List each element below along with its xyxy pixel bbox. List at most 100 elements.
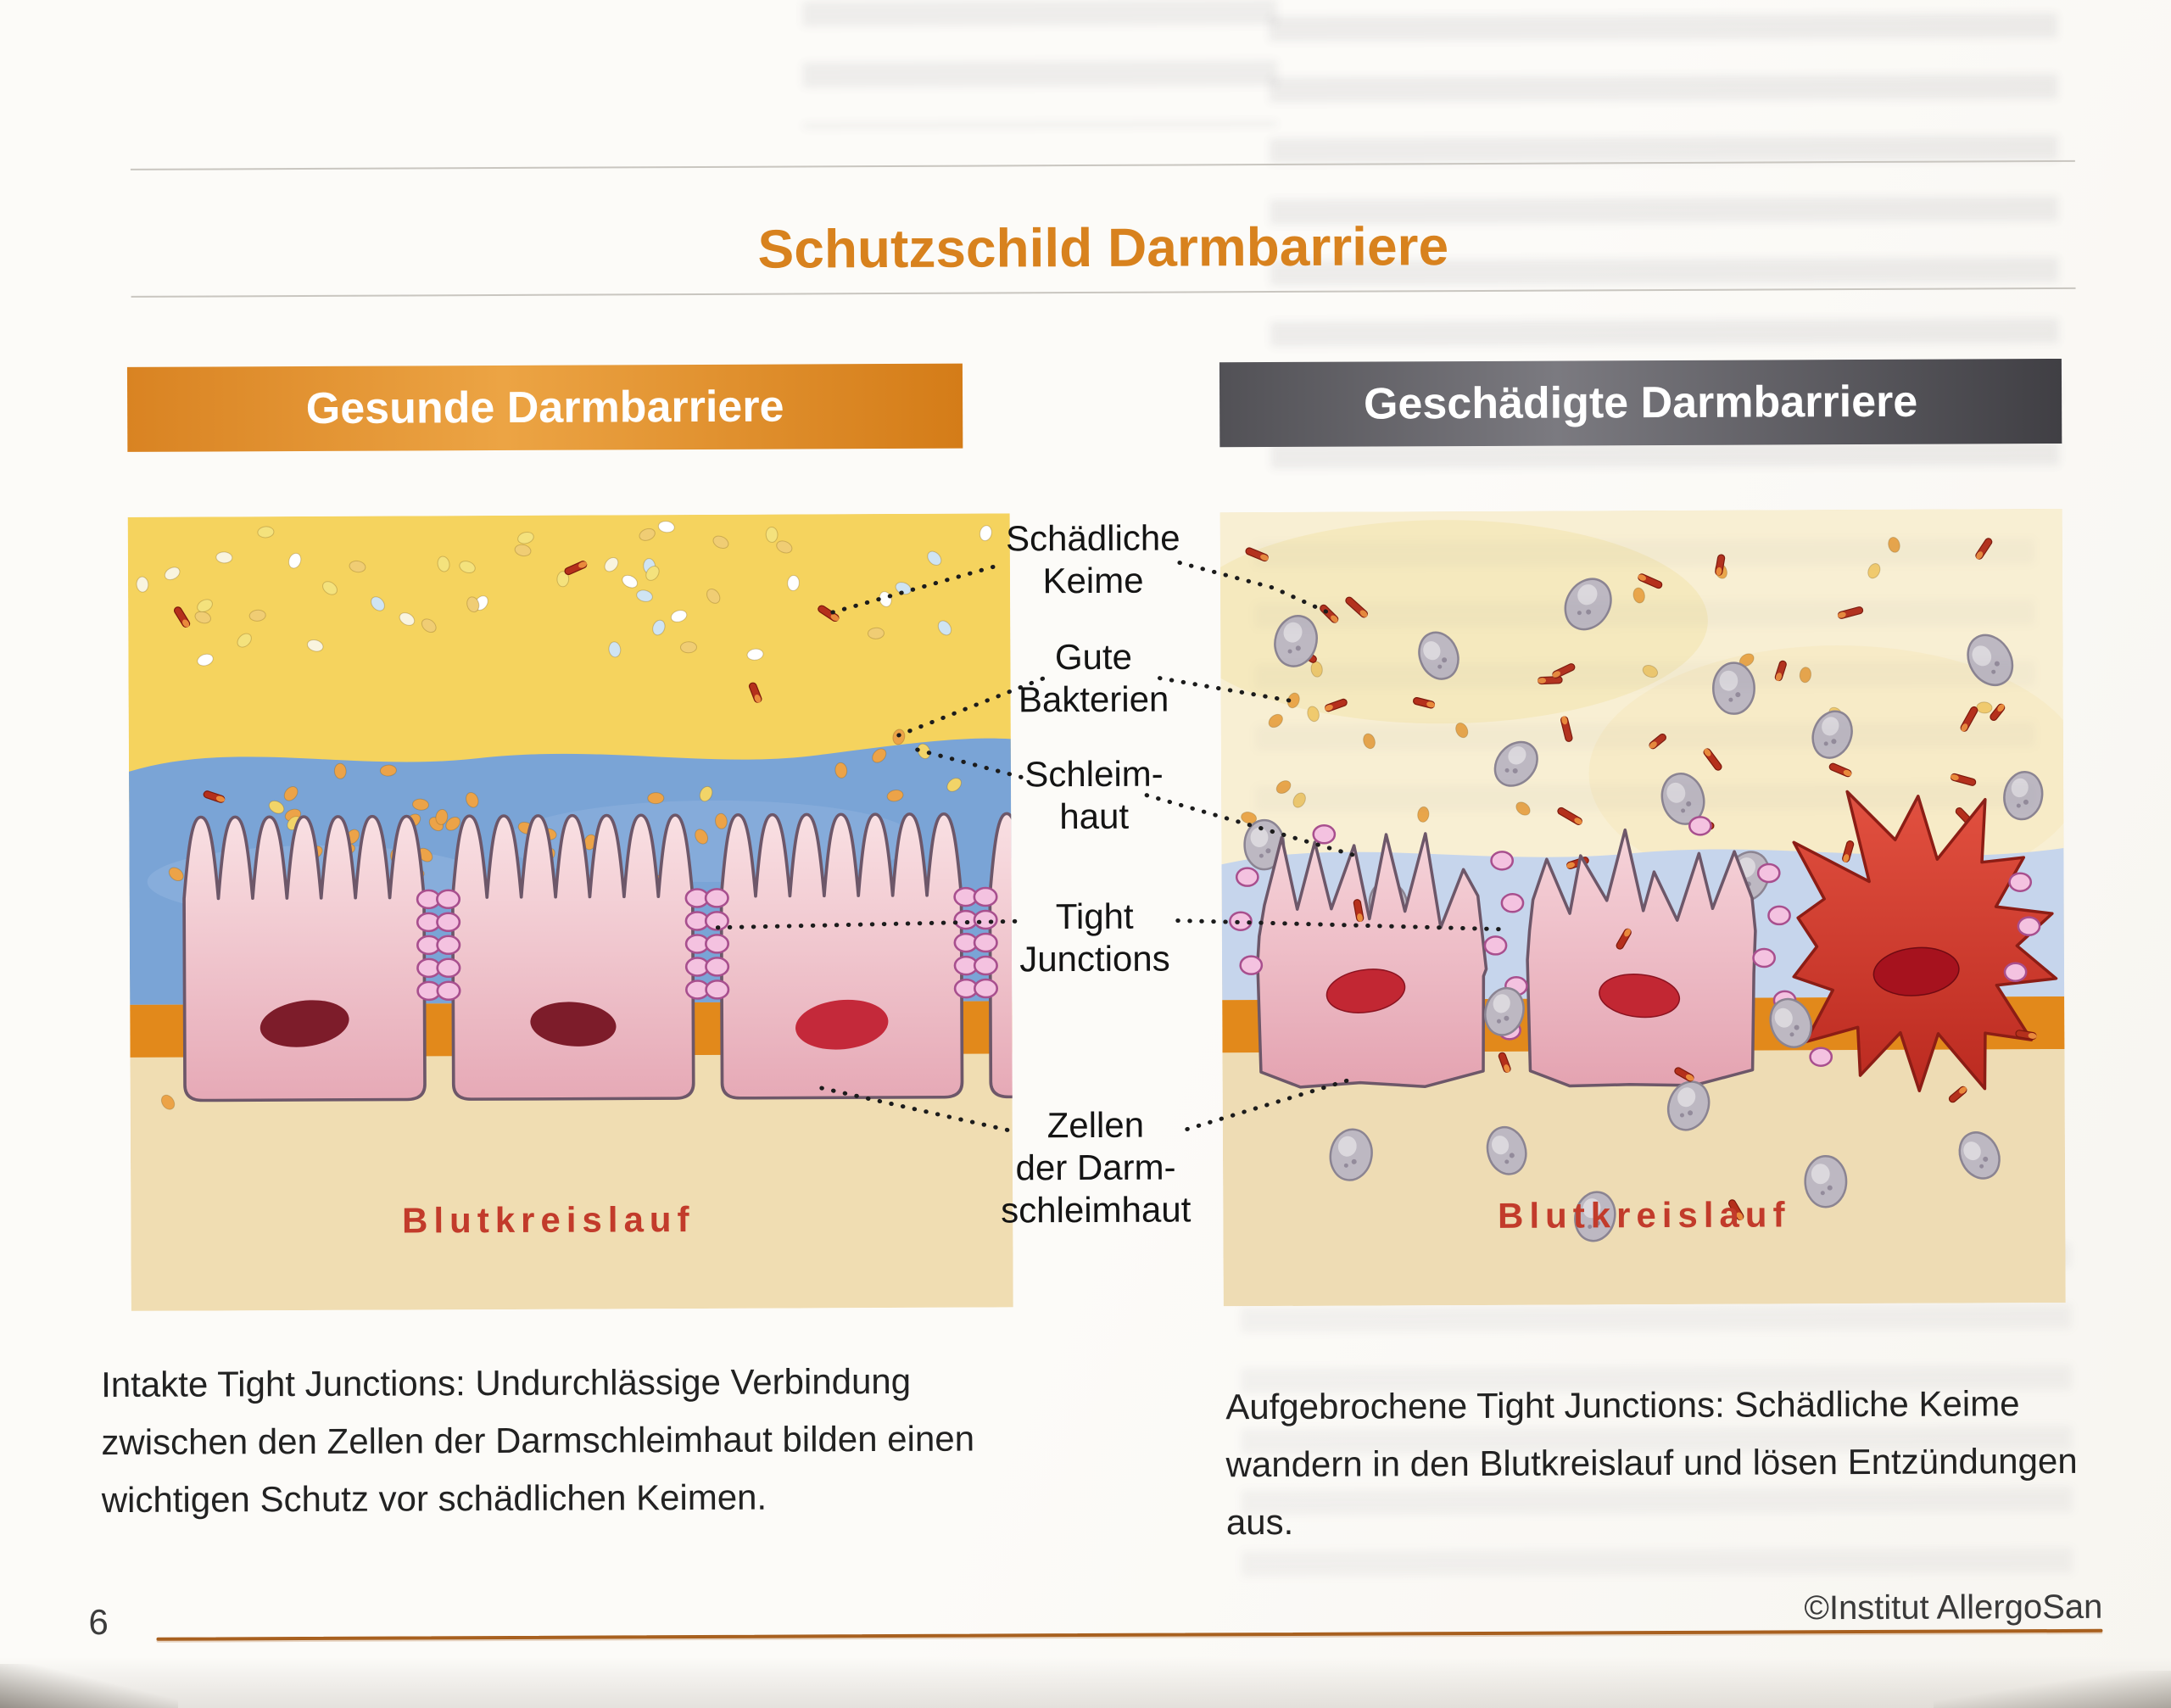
bacteria-dot bbox=[867, 627, 885, 639]
harmful-germ-oval bbox=[1967, 634, 2014, 686]
bacteria-dot bbox=[160, 1094, 176, 1110]
bacteria-dot bbox=[706, 589, 721, 604]
tight-junction-bead bbox=[2008, 872, 2033, 892]
bacteria-dot bbox=[622, 574, 639, 589]
harmful-germ-rod bbox=[748, 682, 762, 703]
harmful-germ-rod bbox=[1703, 748, 1722, 771]
credit-line: ©Institut AllergoSan bbox=[1804, 1588, 2103, 1627]
bacteria-dot bbox=[306, 639, 324, 652]
healthy-panel-header: Gesunde Darmbarriere bbox=[126, 363, 963, 452]
bacteria-dot bbox=[517, 531, 534, 544]
bacteria-dot bbox=[1455, 722, 1469, 739]
harmful-germ-oval bbox=[1811, 710, 1853, 759]
harmful-germ-rod bbox=[1245, 547, 1269, 562]
bacteria-dot bbox=[466, 596, 480, 613]
epithelial-cell bbox=[450, 813, 695, 1101]
bacteria-dot bbox=[765, 526, 779, 543]
bacteria-dot bbox=[411, 798, 429, 811]
bacteria-dot bbox=[349, 560, 366, 573]
harmful-germ-rod bbox=[1638, 573, 1663, 589]
harmful-germ-oval bbox=[1660, 773, 1705, 825]
bacteria-dot bbox=[379, 764, 397, 777]
harmful-germ-rod bbox=[1345, 596, 1368, 618]
bacteria-dot bbox=[714, 812, 728, 829]
harmful-germ-oval bbox=[2003, 771, 2044, 821]
cell-nucleus bbox=[795, 999, 889, 1050]
bacteria-dot bbox=[1275, 780, 1292, 795]
bacteria-dot bbox=[288, 552, 302, 569]
bacteria-dot bbox=[872, 748, 887, 763]
bacteria-dot bbox=[437, 555, 450, 572]
bacteria-dot bbox=[136, 576, 149, 593]
bacteria-dot bbox=[712, 535, 729, 550]
harmful-germ-rod bbox=[1975, 538, 1993, 560]
tight-junction-bead bbox=[1500, 893, 1525, 913]
tight-junction-bead bbox=[1239, 955, 1264, 975]
harmful-germ-oval bbox=[1574, 1191, 1616, 1242]
bacteria-dot bbox=[514, 544, 532, 557]
label-harmful-germs: Schädliche Keime bbox=[1005, 517, 1180, 601]
healthy-caption: Intakte Tight Junctions: Undurchlässige … bbox=[101, 1360, 975, 1521]
label-mucosa: Schleim- haut bbox=[1024, 753, 1164, 837]
harmful-germ-rod bbox=[1950, 773, 1977, 786]
bacteria-dot bbox=[946, 778, 963, 792]
harmful-germ-rod bbox=[1990, 703, 2006, 722]
inflamed-cell bbox=[1792, 790, 2058, 1092]
harmful-germ-rod bbox=[1842, 840, 1855, 862]
tight-junction-bead bbox=[973, 978, 999, 999]
harmful-germ-rod bbox=[564, 561, 588, 576]
harmful-germ-rod bbox=[1560, 716, 1573, 742]
bacteria-dot bbox=[746, 648, 764, 661]
bacteria-dot bbox=[435, 808, 449, 825]
bacteria-dot bbox=[1363, 733, 1376, 750]
tight-junction-bead bbox=[436, 980, 461, 1002]
cell-nucleus bbox=[1599, 974, 1681, 1019]
title-rule-bottom bbox=[131, 287, 2076, 298]
harmful-germ-oval bbox=[1486, 1125, 1527, 1175]
bacteria-dot bbox=[1867, 563, 1881, 579]
tight-junction-bead bbox=[973, 955, 998, 976]
tight-junction-bead bbox=[704, 888, 729, 908]
bacteria-dot bbox=[1268, 713, 1283, 728]
harmful-germ-rod bbox=[1774, 660, 1787, 682]
bacteria-dot bbox=[371, 596, 385, 611]
harmful-germ-rod bbox=[1727, 1199, 1744, 1221]
harmful-germ-rod bbox=[1498, 1052, 1511, 1073]
bacteria-dot bbox=[636, 589, 653, 602]
bacteria-dot bbox=[787, 574, 800, 591]
title-rule-top bbox=[130, 159, 2075, 170]
bacteria-dot bbox=[333, 762, 347, 779]
tight-junction-bead bbox=[973, 932, 998, 953]
bacteria-dot bbox=[237, 633, 252, 648]
harmful-germ-rod bbox=[203, 790, 226, 803]
label-good-bacteria: Gute Bakterien bbox=[1018, 636, 1169, 720]
harmful-germ-oval bbox=[1418, 631, 1459, 680]
tight-junction-bead bbox=[1229, 911, 1253, 931]
bloodstream-label-damaged: Blutkreislauf bbox=[1497, 1194, 1791, 1236]
bacteria-dot bbox=[979, 525, 992, 542]
bacteria-dot bbox=[1888, 537, 1900, 553]
damaged-caption: Aufgebrochene Tight Junctions: Schädlich… bbox=[1225, 1383, 2078, 1543]
bacteria-dot bbox=[645, 566, 660, 581]
healthy-barrier-illustration bbox=[127, 513, 1013, 1311]
bacteria-dot bbox=[834, 762, 848, 779]
bacteria-dot bbox=[268, 800, 285, 814]
harmful-germ-rod bbox=[1413, 697, 1436, 709]
label-mucosa-cells: Zellen der Darm- schleimhaut bbox=[1001, 1104, 1192, 1231]
harmful-germ-rod bbox=[1674, 1067, 1694, 1082]
cell-nucleus bbox=[1872, 946, 1960, 996]
harmful-germ-rod bbox=[1616, 928, 1632, 950]
bacteria-dot bbox=[1632, 587, 1645, 604]
harmful-germ-rod bbox=[173, 606, 191, 628]
bacteria-dot bbox=[1642, 665, 1659, 678]
tight-junction-bead bbox=[1809, 1047, 1833, 1067]
tight-junction-bead bbox=[705, 957, 730, 977]
bacteria-dot bbox=[776, 540, 793, 554]
tight-junction-stack bbox=[416, 889, 461, 1002]
bacteria-dot bbox=[466, 792, 479, 808]
bacteria-dot bbox=[1799, 667, 1811, 684]
harmful-germ-rod bbox=[1715, 554, 1726, 576]
tight-junction-bead bbox=[2003, 962, 2028, 982]
harmful-germ-rod bbox=[1552, 663, 1576, 678]
harmful-germ-oval bbox=[1958, 1131, 2001, 1180]
